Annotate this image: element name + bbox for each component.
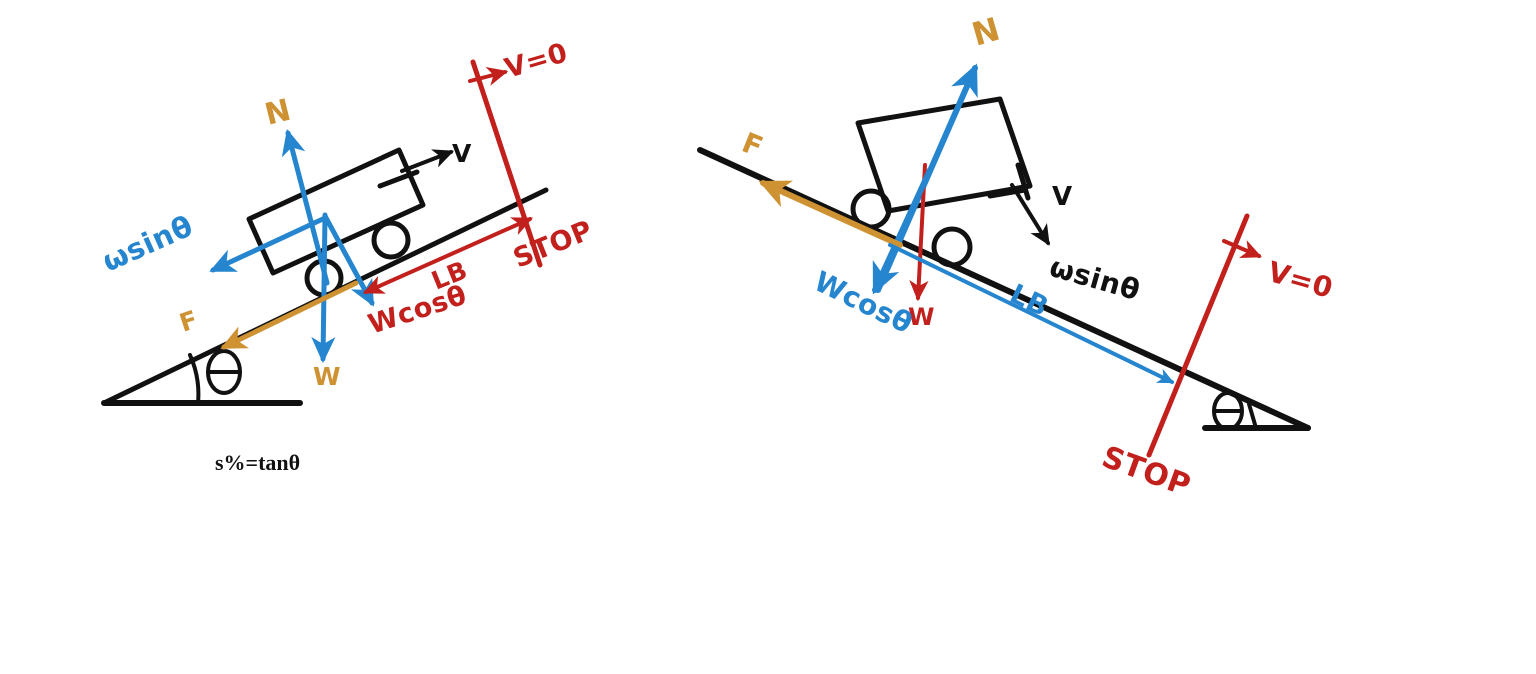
downhill-friction-label: F: [737, 126, 768, 164]
downhill-weight-perpendicular-label: Wcosθ: [809, 265, 918, 341]
downhill-velocity-zero-arrow: [1222, 239, 1263, 258]
downhill-velocity-zero-label: V=0: [1264, 255, 1337, 305]
downhill-velocity-label: V: [1052, 182, 1073, 212]
uphill-velocity-zero-label: V=0: [501, 37, 571, 84]
uphill-velocity-zero-arrow: [468, 67, 509, 86]
diagram-uphill: N W ωsinθ Wcosθ F: [97, 37, 597, 475]
uphill-weight-perpendicular-label: Wcosθ: [365, 280, 471, 341]
uphill-weight-parallel-label: ωsinθ: [97, 208, 198, 278]
downhill-stop-label: STOP: [1097, 440, 1195, 504]
uphill-friction-arrow: [220, 280, 359, 350]
downhill-normal-force-label: N: [968, 10, 1005, 54]
uphill-weight-label: W: [313, 362, 341, 391]
uphill-velocity-label: V: [452, 139, 472, 168]
diagram-downhill: N W Wcosθ ωsinθ V F: [697, 10, 1337, 504]
uphill-weight-parallel-arrow: [209, 215, 328, 273]
uphill-theta-glyph: [206, 349, 242, 395]
downhill-stop-barrier: [1146, 213, 1250, 458]
uphill-cart: [246, 147, 426, 298]
uphill-friction-label: F: [176, 305, 202, 338]
uphill-braking-distance-arrow: [362, 217, 534, 294]
uphill-velocity-arrow: [400, 149, 455, 173]
uphill-weight-arrow: [311, 212, 336, 364]
uphill-normal-force-arrow: [281, 129, 330, 286]
uphill-normal-force-label: N: [261, 93, 294, 133]
downhill-weight-parallel-label: ωsinθ: [1046, 250, 1144, 307]
downhill-angle-marker: [1247, 402, 1258, 430]
uphill-caption-equation: s%=tanθ: [215, 450, 300, 475]
downhill-weight-perpendicular-arrow: [872, 167, 933, 295]
downhill-weight-label: W: [908, 303, 935, 331]
downhill-weight-parallel-arrow: [1010, 183, 1050, 246]
downhill-theta-glyph: [1212, 391, 1244, 431]
downhill-friction-arrow: [758, 180, 903, 248]
uphill-angle-marker: [188, 353, 201, 405]
uphill-stop-barrier: [470, 59, 543, 268]
downhill-braking-distance-arrow: [888, 243, 1175, 384]
downhill-braking-distance-label: LB: [1005, 278, 1053, 323]
downhill-cart: [850, 96, 1033, 268]
